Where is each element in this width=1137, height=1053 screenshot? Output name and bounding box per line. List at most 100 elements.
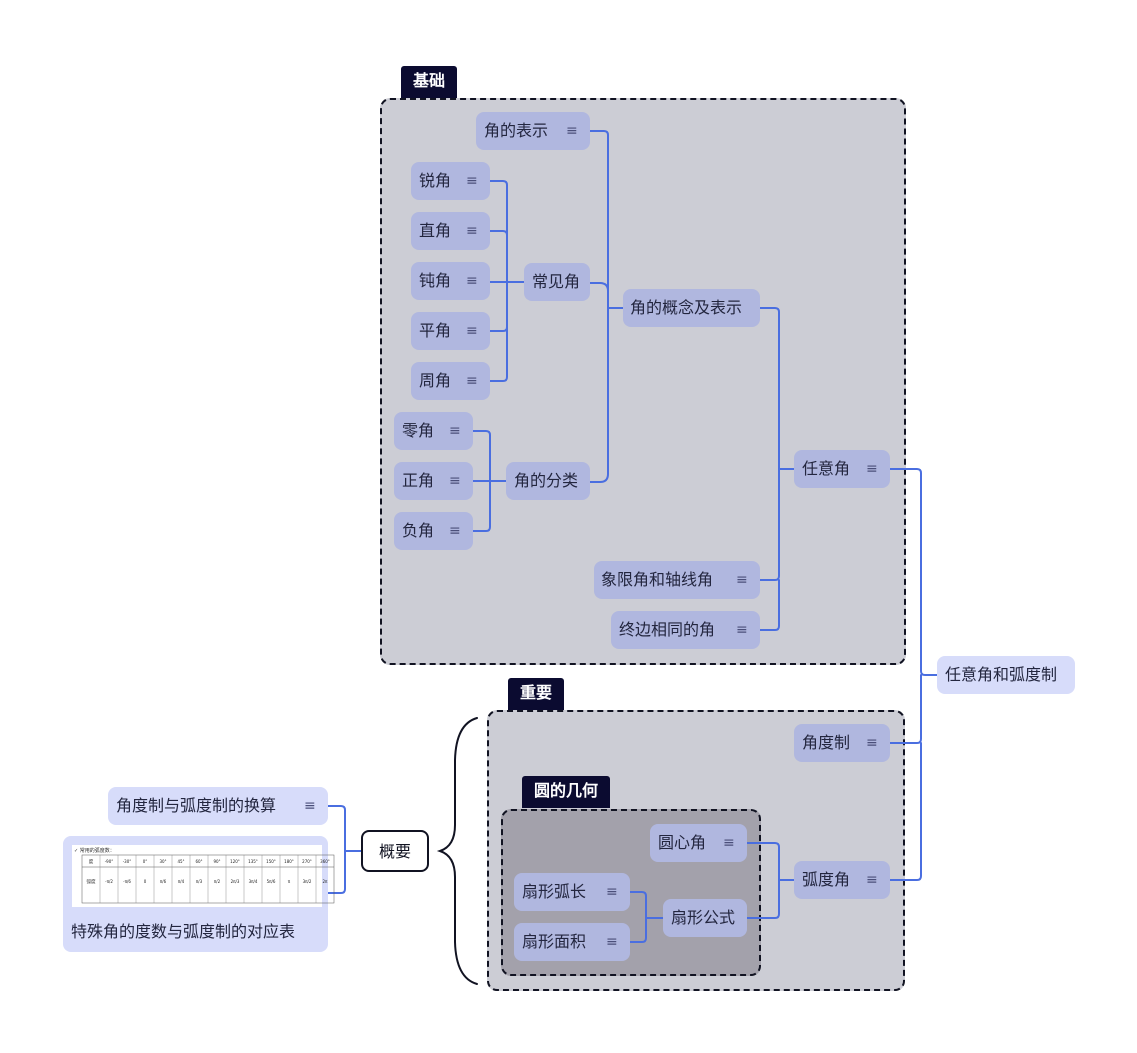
node-positive-angle[interactable]: 正角 ≡ — [394, 462, 473, 500]
table-cell-radian: π — [288, 879, 291, 884]
note-lines-icon[interactable]: ≡ — [736, 622, 748, 638]
table-cell-degree: 360° — [320, 859, 330, 864]
boundary-title-important[interactable]: 重要 — [508, 678, 565, 710]
table-cell-degree: 135° — [248, 859, 258, 864]
node-root-arbitrary-angle-and-radian[interactable]: 任意角和弧度制 — [937, 656, 1075, 694]
degree-radian-table-image: ✓ 常用的弧度数：度弧度-90°-30°0°30°45°60°90°120°13… — [74, 847, 335, 904]
node-arc-length[interactable]: 扇形弧长 ≡ — [514, 873, 630, 911]
table-cell-radian: 5π/6 — [267, 879, 276, 884]
table-image: ✓ 常用的弧度数：度弧度-90°-30°0°30°45°60°90°120°13… — [72, 845, 335, 907]
table-cell-radian: π/3 — [196, 879, 203, 884]
note-lines-icon[interactable]: ≡ — [466, 373, 478, 389]
table-cell-radian: π/2 — [214, 879, 221, 884]
node-special-angle-table[interactable]: ✓ 常用的弧度数：度弧度-90°-30°0°30°45°60°90°120°13… — [63, 836, 335, 952]
table-cell-degree: -30° — [123, 859, 132, 864]
node-sector-area[interactable]: 扇形面积 ≡ — [514, 923, 630, 961]
note-lines-icon[interactable]: ≡ — [736, 572, 748, 588]
note-lines-icon[interactable]: ≡ — [606, 934, 618, 950]
node-label: 扇形弧长 — [522, 882, 587, 901]
note-lines-icon[interactable]: ≡ — [466, 223, 478, 239]
node-negative-angle[interactable]: 负角 ≡ — [394, 512, 473, 550]
table-cell-degree: 45° — [177, 859, 184, 864]
node-degree-radian-conversion[interactable]: 角度制与弧度制的换算 ≡ — [108, 787, 328, 825]
node-right-angle[interactable]: 直角 ≡ — [411, 212, 490, 250]
table-row-label: 弧度 — [87, 878, 96, 885]
node-sector-formula[interactable]: 扇形公式 — [663, 899, 747, 937]
node-degree-system[interactable]: 角度制 ≡ — [794, 724, 890, 762]
node-label: 角的表示 — [484, 121, 549, 140]
node-label: 概要 — [378, 842, 411, 861]
node-angle-concept[interactable]: 角的概念及表示 — [623, 289, 760, 327]
note-lines-icon[interactable]: ≡ — [466, 323, 478, 339]
note-lines-icon[interactable]: ≡ — [866, 735, 878, 751]
node-label: 任意角和弧度制 — [945, 665, 1058, 684]
table-cell-degree: 0° — [143, 859, 148, 864]
node-label: 负角 — [402, 521, 435, 540]
node-angle-classification[interactable]: 角的分类 — [506, 462, 590, 500]
node-radian-angle[interactable]: 弧度角 ≡ — [794, 861, 890, 899]
node-label: 角度制与弧度制的换算 — [116, 796, 277, 815]
note-lines-icon[interactable]: ≡ — [723, 835, 735, 851]
note-lines-icon[interactable]: ≡ — [449, 473, 461, 489]
table-cell-degree: 90° — [213, 859, 220, 864]
node-label: 锐角 — [419, 171, 452, 190]
node-label: 周角 — [419, 371, 452, 390]
note-lines-icon[interactable]: ≡ — [866, 872, 878, 888]
table-cell-degree: -90° — [105, 859, 114, 864]
table-cell-radian: π/6 — [160, 879, 167, 884]
node-central-angle[interactable]: 圆心角 ≡ — [650, 824, 747, 862]
table-cell-degree: 60° — [195, 859, 202, 864]
node-quadrant-angle[interactable]: 象限角和轴线角 ≡ — [594, 561, 760, 599]
note-lines-icon[interactable]: ≡ — [466, 273, 478, 289]
note-lines-icon[interactable]: ≡ — [566, 123, 578, 139]
node-summary[interactable]: 概要 — [361, 830, 429, 872]
node-label: 角的分类 — [514, 471, 579, 490]
table-cell-degree: 150° — [266, 859, 276, 864]
table-row-label: 度 — [89, 858, 94, 865]
node-label: 象限角和轴线角 — [601, 570, 714, 589]
node-label: 钝角 — [419, 271, 452, 290]
boundary-title-basic[interactable]: 基础 — [401, 66, 458, 98]
table-cell-radian: 3π/2 — [303, 879, 312, 884]
note-lines-icon[interactable]: ≡ — [449, 523, 461, 539]
table-heading: ✓ 常用的弧度数： — [74, 847, 115, 854]
node-obtuse-angle[interactable]: 钝角 ≡ — [411, 262, 490, 300]
table-cell-radian: -π/2 — [105, 879, 113, 884]
node-common-angles[interactable]: 常见角 — [524, 263, 590, 301]
node-zero-angle[interactable]: 零角 ≡ — [394, 412, 473, 450]
node-label: 终边相同的角 — [619, 620, 716, 639]
table-cell-radian: 2π — [323, 879, 329, 884]
note-lines-icon[interactable]: ≡ — [304, 798, 316, 814]
table-cell-radian: 0 — [144, 879, 147, 884]
note-lines-icon[interactable]: ≡ — [449, 423, 461, 439]
node-coterminal-angle[interactable]: 终边相同的角 ≡ — [611, 611, 760, 649]
table-cell-degree: 180° — [284, 859, 294, 864]
node-label: 任意角 — [802, 459, 851, 478]
node-label: 弧度角 — [802, 870, 851, 889]
node-label: 常见角 — [532, 272, 581, 291]
node-label: 角度制 — [802, 733, 851, 752]
boundary-title-circle[interactable]: 圆的几何 — [522, 776, 611, 808]
node-full-angle[interactable]: 周角 ≡ — [411, 362, 490, 400]
node-label: 零角 — [402, 421, 435, 440]
node-acute-angle[interactable]: 锐角 ≡ — [411, 162, 490, 200]
node-arbitrary-angle[interactable]: 任意角 ≡ — [794, 450, 890, 488]
table-cell-radian: -π/6 — [123, 879, 131, 884]
note-lines-icon[interactable]: ≡ — [866, 461, 878, 477]
table-cell-degree: 120° — [230, 859, 240, 864]
node-label: 正角 — [402, 471, 435, 490]
table-cell-radian: π/4 — [178, 879, 185, 884]
node-label: 扇形公式 — [671, 908, 736, 927]
node-angle-representation[interactable]: 角的表示 ≡ — [476, 112, 590, 150]
node-label: 平角 — [419, 321, 452, 340]
note-lines-icon[interactable]: ≡ — [606, 884, 618, 900]
table-cell-radian: 2π/3 — [231, 879, 240, 884]
node-label: 圆心角 — [658, 833, 707, 852]
node-label: 角的概念及表示 — [630, 298, 743, 317]
node-label: 直角 — [419, 221, 452, 240]
note-lines-icon[interactable]: ≡ — [466, 173, 478, 189]
node-label: 特殊角的度数与弧度制的对应表 — [71, 922, 296, 941]
node-straight-angle[interactable]: 平角 ≡ — [411, 312, 490, 350]
